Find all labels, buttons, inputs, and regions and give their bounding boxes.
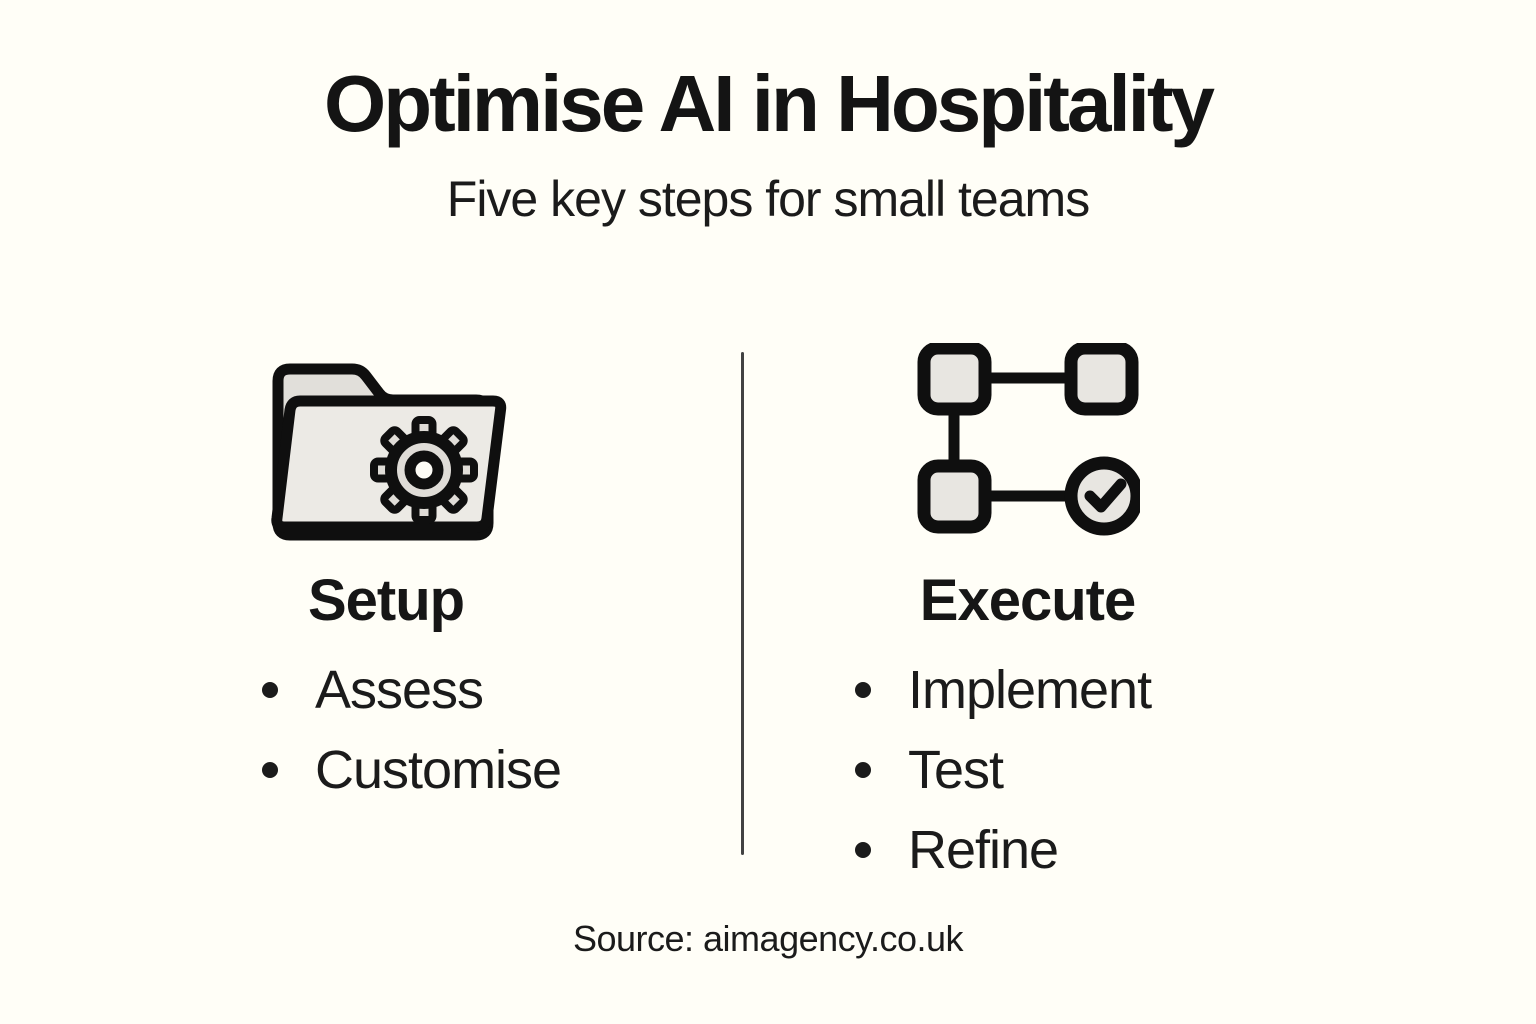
page-subtitle: Five key steps for small teams bbox=[446, 171, 1090, 227]
list-item: Customise bbox=[262, 730, 562, 810]
bullet-label: Refine bbox=[908, 820, 1059, 880]
setup-icon-wrap bbox=[262, 345, 510, 550]
check-icon bbox=[1084, 478, 1127, 512]
header: Optimise AI in Hospitality Five key step… bbox=[0, 0, 1536, 227]
bullet-dot bbox=[262, 762, 278, 778]
setup-heading: Setup bbox=[307, 568, 465, 633]
bullet-dot bbox=[262, 682, 278, 698]
source-attribution: Source: aimagency.co.uk bbox=[572, 918, 964, 959]
setup-column: Setup Assess Customise bbox=[262, 345, 562, 810]
bullet-label: Customise bbox=[315, 740, 562, 800]
bullet-dot bbox=[855, 682, 871, 698]
folder-gear-icon bbox=[270, 363, 506, 541]
list-item: Assess bbox=[262, 650, 561, 730]
bullet-label: Implement bbox=[908, 660, 1152, 720]
execute-heading: Execute bbox=[919, 568, 1136, 633]
bullet-label: Test bbox=[908, 740, 1004, 800]
list-item: Implement bbox=[855, 650, 1200, 730]
gear-icon bbox=[369, 416, 478, 524]
execute-bullet-list: Implement Test Refine bbox=[855, 650, 1200, 890]
bullet-dot bbox=[855, 842, 871, 858]
bullet-label: Assess bbox=[315, 660, 484, 720]
content-area: Setup Assess Customise bbox=[0, 342, 1536, 905]
execute-column: Execute Implement Test Refine bbox=[855, 342, 1200, 890]
page-title: Optimise AI in Hospitality bbox=[323, 59, 1215, 148]
execute-icon-wrap bbox=[855, 342, 1200, 550]
bullet-dot bbox=[855, 762, 871, 778]
list-item: Refine bbox=[855, 810, 1200, 890]
setup-bullet-list: Assess Customise bbox=[262, 650, 562, 810]
column-divider bbox=[741, 352, 744, 855]
workflow-check-icon bbox=[917, 342, 1140, 535]
list-item: Test bbox=[855, 730, 1200, 810]
